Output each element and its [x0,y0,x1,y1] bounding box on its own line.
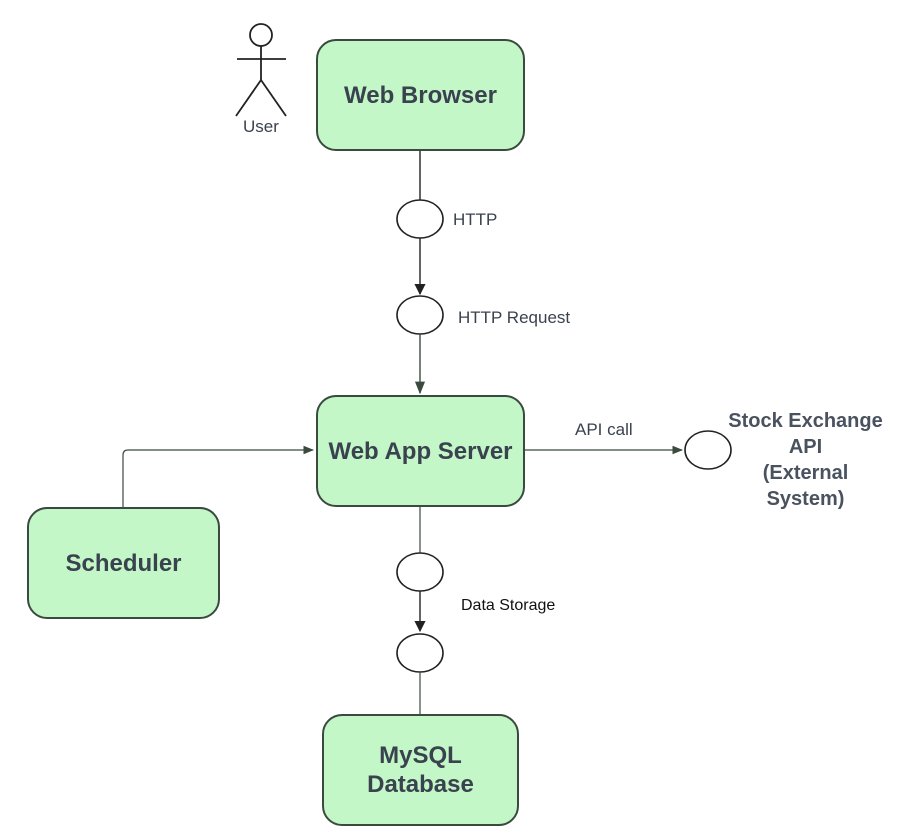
web-app-server-label: Web App Server [328,437,513,465]
connector-scheduler-server [122,445,315,507]
web-app-server-node: Web App Server [316,395,525,507]
mysql-database-node: MySQL Database [322,714,519,826]
http-interface [396,199,444,239]
web-browser-label: Web Browser [344,81,497,109]
scheduler-node: Scheduler [27,507,220,619]
api-call-label: API call [575,420,633,439]
http-request-interface [396,295,444,335]
web-browser-node: Web Browser [316,39,525,151]
stock-exchange-api-label: Stock Exchange API (External System) [728,410,883,510]
mysql-database-label: MySQL Database [367,742,474,798]
api-interface [684,430,732,470]
data-storage-interface-top [396,552,444,592]
scheduler-label: Scheduler [65,549,182,577]
http-label: HTTP [453,210,498,229]
user-actor-icon [235,23,287,117]
http-request-label: HTTP Request [458,308,571,327]
user-label: User [243,117,279,136]
data-storage-interface-bottom [396,633,444,673]
data-storage-label: Data Storage [461,597,556,614]
